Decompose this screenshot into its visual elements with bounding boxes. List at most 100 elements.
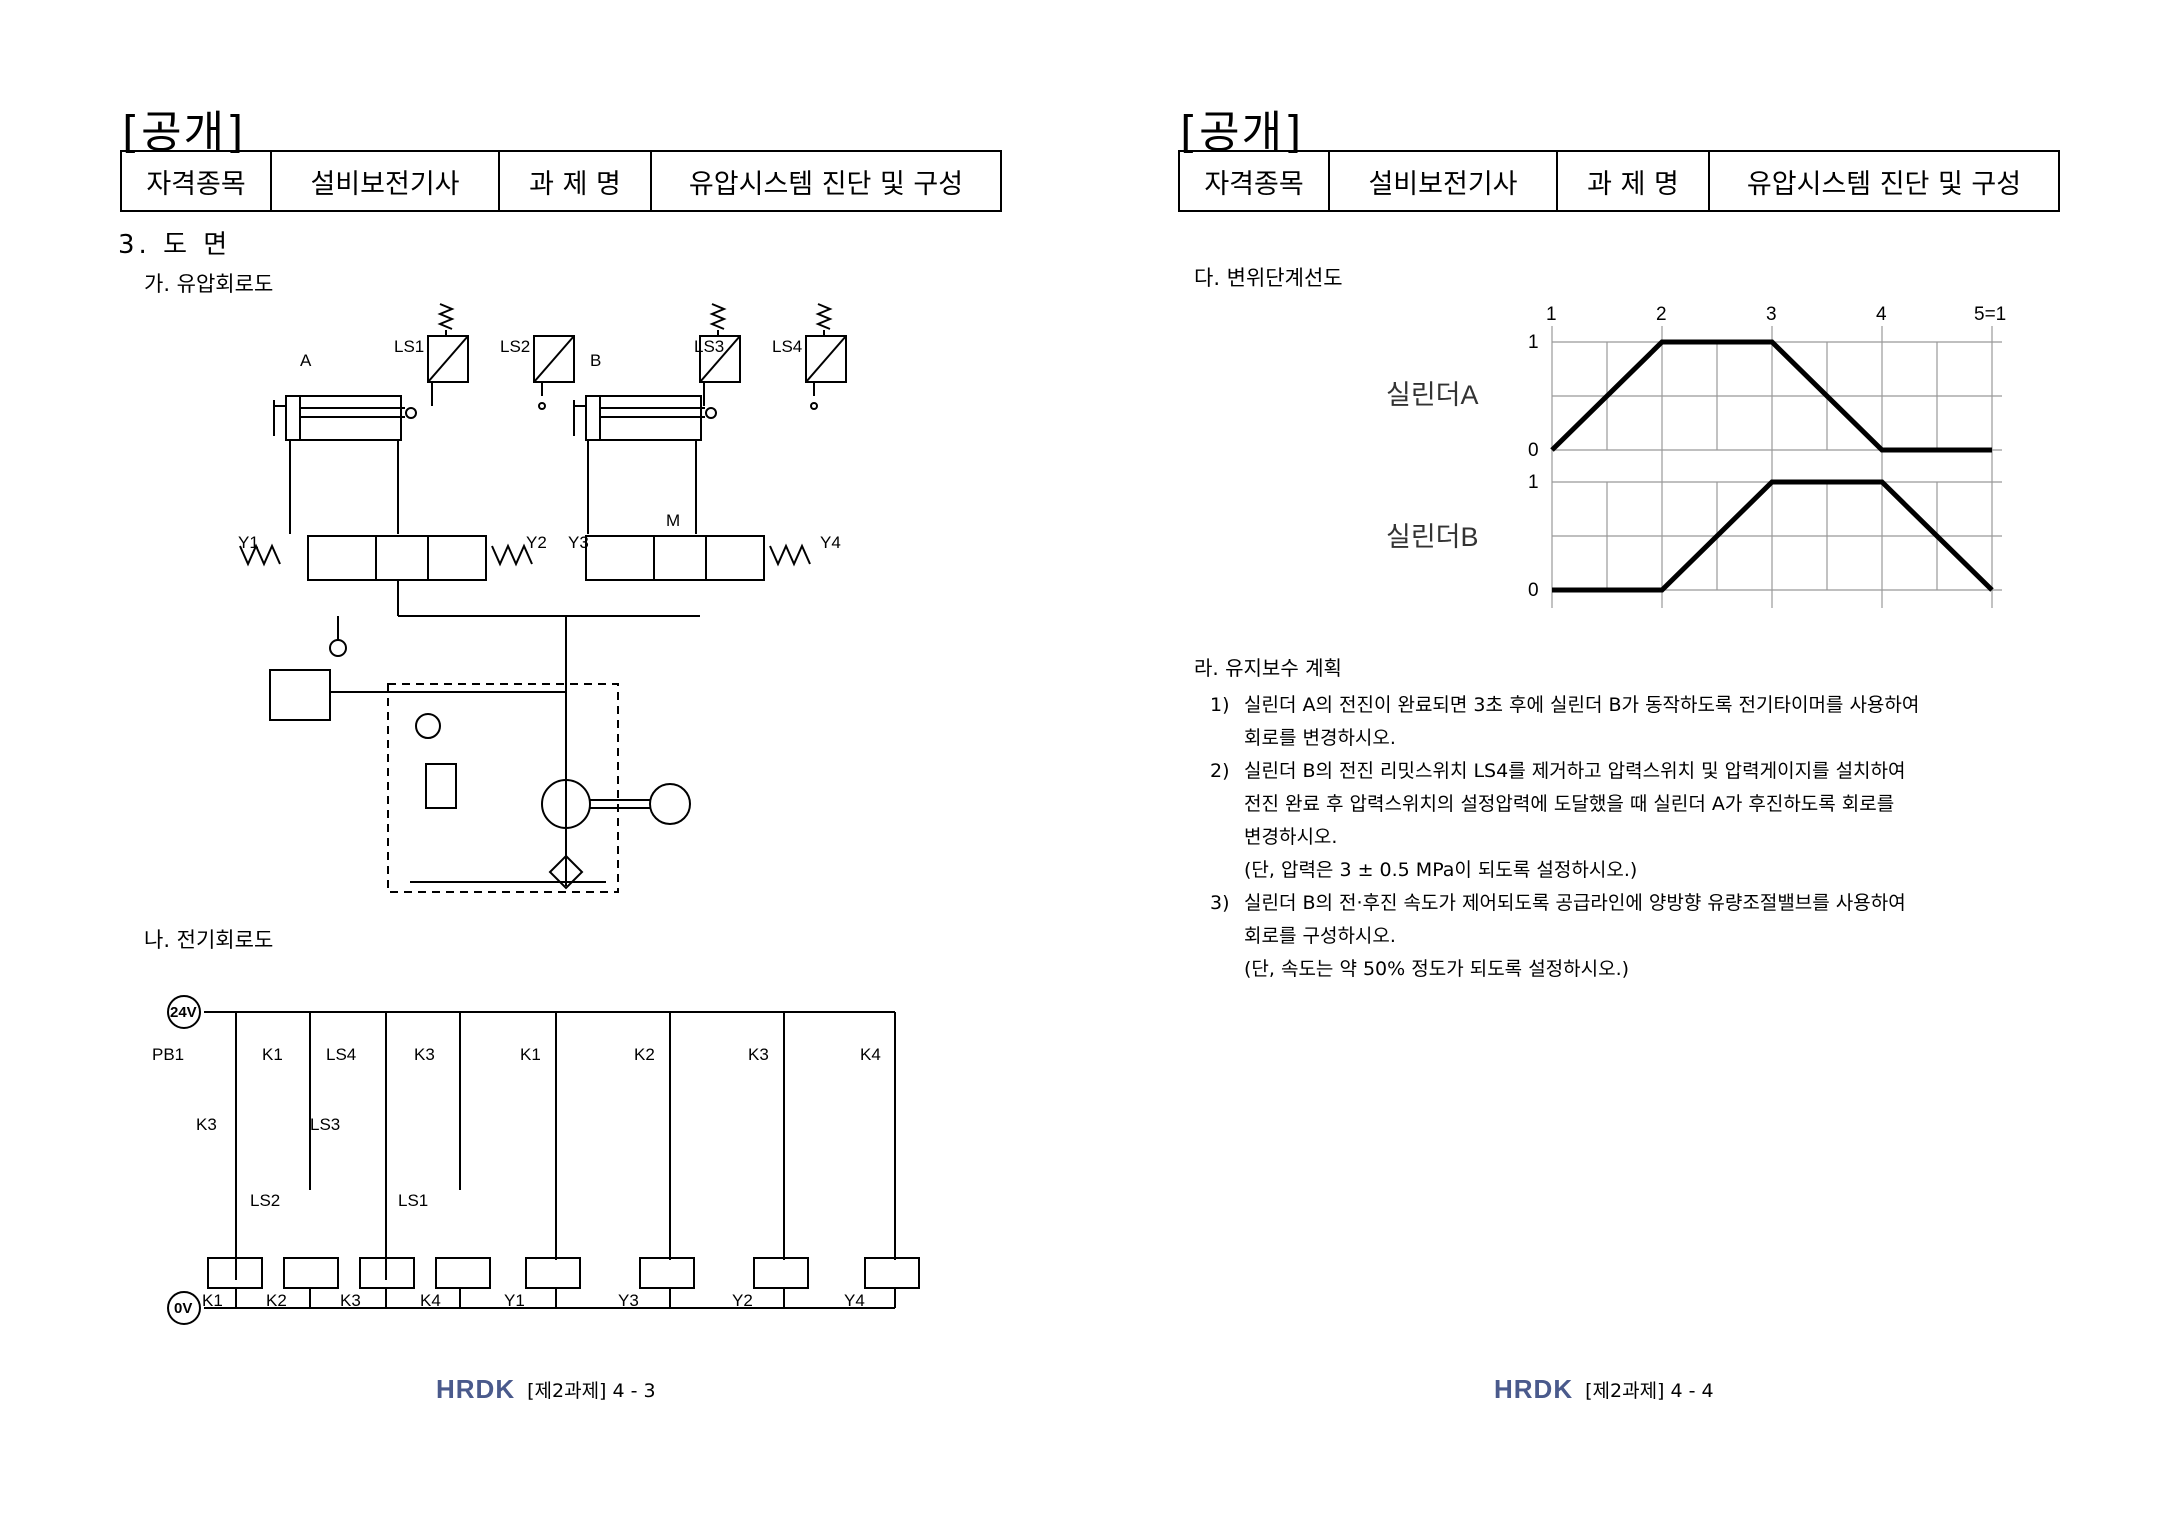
ls3-label: LS3 — [694, 337, 724, 356]
item-2-line-2: 전진 완료 후 압력스위치의 설정압력에 도달했을 때 실린더 A가 후진하도록… — [1244, 793, 1895, 815]
item-2-line-3: 변경하시오. — [1244, 826, 1338, 848]
item-3-num: 3) — [1210, 892, 1230, 914]
subsection-hydraulic: 가. 유압회로도 — [144, 272, 274, 296]
pump — [541, 779, 591, 829]
item-1-num: 1) — [1210, 694, 1230, 716]
header-cell-task-value: 유압시스템 진단 및 구성 — [1708, 150, 2060, 212]
header-cell-task: 과 제 명 — [498, 150, 652, 212]
k3-nc-label: K3 — [196, 1115, 217, 1134]
header-cell-qualification: 자격종목 — [1178, 150, 1330, 212]
maintenance-item-2: 2) 실린더 B의 전진 리밋스위치 LS4를 제거하고 압력스위치 및 압력게… — [1210, 755, 2144, 854]
solenoid-y1 — [525, 1257, 581, 1289]
header-table: 자격종목 설비보전기사 과 제 명 유압시스템 진단 및 구성 — [120, 150, 1002, 212]
footer-page-text: [제2과제] 4 - 4 — [1585, 1380, 1714, 1402]
k2-contact-label: K2 — [634, 1045, 655, 1064]
cyl-a-label: A — [300, 351, 312, 370]
subsection-electric: 나. 전기회로도 — [144, 928, 274, 952]
motor — [649, 783, 691, 825]
subsection-displacement: 다. 변위단계선도 — [1194, 266, 1343, 290]
coil-k4 — [435, 1257, 491, 1289]
y3-coil-label: Y3 — [618, 1291, 639, 1310]
cyl-b-one-label: 1 — [1528, 472, 1539, 493]
cyl-a-one-label: 1 — [1528, 332, 1539, 353]
header-cell-task-value: 유압시스템 진단 및 구성 — [650, 150, 1002, 212]
y4-coil-label: Y4 — [844, 1291, 865, 1310]
footer-page-text: [제2과제] 4 - 3 — [527, 1380, 656, 1402]
cylinder-b-label: 실린더B — [1386, 522, 1479, 552]
item-3-line-2: 회로를 구성하시오. — [1244, 925, 1396, 947]
maintenance-plan: 라. 유지보수 계획 1) 실린더 A의 전진이 완료되면 3초 후에 실린더 … — [1194, 652, 2144, 986]
pressure-gauge — [415, 713, 441, 739]
page-right: [공개] 자격종목 설비보전기사 과 제 명 유압시스템 진단 및 구성 다. … — [1082, 0, 2164, 1522]
item-2-num: 2) — [1210, 760, 1230, 782]
valve-1 — [239, 535, 533, 581]
hydraulic-circuit-diagram: A B LS1 LS2 LS3 Y1 Y2 M — [238, 303, 724, 893]
footer-left: HRDK [제2과제] 4 - 3 — [436, 1374, 656, 1405]
disclosure-label-right: [공개] — [1180, 107, 1304, 158]
source-0v — [167, 1291, 201, 1325]
y2-label: Y2 — [526, 533, 547, 552]
header-cell-task: 과 제 명 — [1556, 150, 1710, 212]
solenoid-y4 — [864, 1257, 920, 1289]
ls2-switch — [533, 335, 575, 410]
maintenance-title: 라. 유지보수 계획 — [1194, 656, 1342, 680]
item-1-line-1: 실린더 A의 전진이 완료되면 3초 후에 실린더 B가 동작하도록 전기타이머… — [1244, 694, 1920, 716]
power-pack — [387, 683, 619, 893]
maintenance-item-1: 1) 실린더 A의 전진이 완료되면 3초 후에 실린더 B가 동작하도록 전기… — [1210, 689, 2144, 755]
v24-label: 24V — [170, 1004, 197, 1021]
ls3-contact-label: LS3 — [310, 1115, 340, 1134]
k3-contact-label: K3 — [414, 1045, 435, 1064]
k4-coil-label: K4 — [420, 1291, 441, 1310]
coil-k2 — [283, 1257, 339, 1289]
step-3-label: 3 — [1766, 304, 1777, 325]
y3-label: Y3 — [568, 533, 589, 552]
cylinder-a-trace — [1550, 339, 1992, 453]
hrdk-logo: HRDK — [1494, 1374, 1574, 1404]
relief-valve — [269, 669, 331, 721]
item-2-line-1: 실린더 B의 전진 리밋스위치 LS4를 제거하고 압력스위치 및 압력게이지를… — [1244, 760, 1906, 782]
v0-label: 0V — [174, 1300, 192, 1317]
k3-coil-label: K3 — [340, 1291, 361, 1310]
item-3-note: (단, 속도는 약 50% 정도가 되도록 설정하시오.) — [1244, 958, 1630, 980]
k1-coil-label: K1 — [202, 1291, 223, 1310]
ls1-label: LS1 — [394, 337, 424, 356]
ls1-contact-label: LS1 — [398, 1191, 428, 1210]
k1-contact-label: K1 — [262, 1045, 283, 1064]
source-24v — [167, 995, 201, 1029]
k1-contact-label-2: K1 — [520, 1045, 541, 1064]
k4-contact-label: K4 — [860, 1045, 881, 1064]
solenoid-y3 — [639, 1257, 695, 1289]
filter — [548, 854, 584, 890]
pb1-label: PB1 — [152, 1045, 184, 1064]
cylinder-b-trace — [1552, 479, 1994, 593]
y1-label: Y1 — [238, 533, 259, 552]
header-cell-qualification-value: 설비보전기사 — [1328, 150, 1558, 212]
step-2-label: 2 — [1656, 304, 1667, 325]
footer-right: HRDK [제2과제] 4 - 4 — [1494, 1374, 1714, 1405]
cylinder-a-label: 실린더A — [1386, 380, 1479, 410]
item-1-line-2: 회로를 변경하시오. — [1244, 727, 1396, 749]
step-4-label: 4 — [1876, 304, 1887, 325]
motor-label: M — [666, 511, 680, 530]
y1-coil-label: Y1 — [504, 1291, 525, 1310]
displacement-step-diagram: 1 2 3 4 5=1 1 0 1 0 실린더A 실린더B — [1386, 304, 2006, 608]
cyl-a-zero-label: 0 — [1528, 440, 1539, 461]
page-left: [공개] 자격종목 설비보전기사 과 제 명 유압시스템 진단 및 구성 3. … — [118, 107, 1002, 1405]
item-3-line-1: 실린더 B의 전·후진 속도가 제어되도록 공급라인에 양방향 유량조절밸브를 … — [1244, 892, 1906, 914]
section-title: 3. 도 면 — [118, 230, 232, 260]
k3-contact-label-2: K3 — [748, 1045, 769, 1064]
ls2-label: LS2 — [500, 337, 530, 356]
cyl-b-label: B — [590, 351, 601, 370]
y2-coil-label: Y2 — [732, 1291, 753, 1310]
hrdk-logo: HRDK — [436, 1374, 516, 1404]
disclosure-label: [공개] — [122, 107, 246, 158]
solenoid-y2 — [753, 1257, 809, 1289]
step-1-label: 1 — [1546, 304, 1557, 325]
hydraulic-circuit-diagram-right: LS4 Y3 Y4 — [568, 303, 847, 581]
ls2-contact-label: LS2 — [250, 1191, 280, 1210]
maintenance-item-3: 3) 실린더 B의 전·후진 속도가 제어되도록 공급라인에 양방향 유량조절밸… — [1210, 887, 2144, 953]
ls1-switch — [427, 303, 469, 406]
header-cell-qualification-value: 설비보전기사 — [270, 150, 500, 212]
power-relief-valve — [425, 763, 457, 809]
item-2-note: (단, 압력은 3 ± 0.5 MPa이 되도록 설정하시오.) — [1244, 859, 1638, 881]
